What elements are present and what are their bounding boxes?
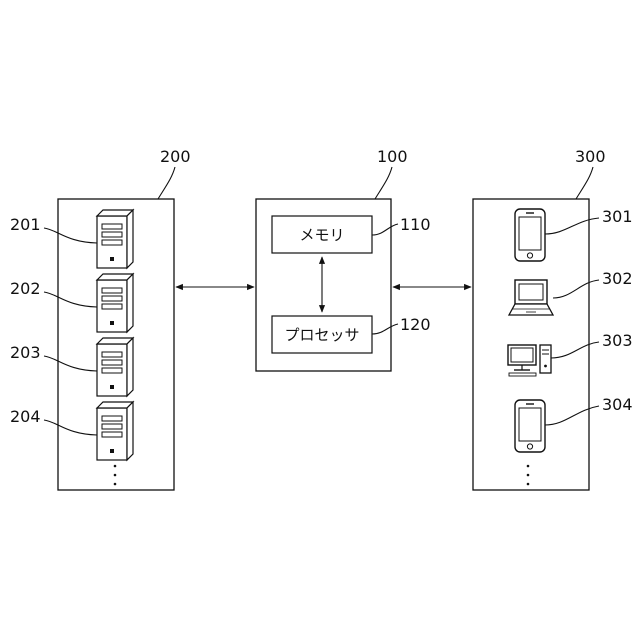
device-301-label: 301 <box>602 207 633 226</box>
server-203-label: 203 <box>10 343 41 362</box>
server-202-label: 202 <box>10 279 41 298</box>
memory-text: メモリ <box>299 226 344 244</box>
smartphone-icon <box>515 209 545 261</box>
server-icon <box>97 338 133 396</box>
device-302-label: 302 <box>602 269 633 288</box>
processor-120-label: 120 <box>400 315 431 334</box>
server-201-label: 201 <box>10 215 41 234</box>
group-200-label: 200 <box>160 147 191 166</box>
group-300-leader <box>576 167 593 199</box>
group-300-label: 300 <box>575 147 606 166</box>
group-100-leader <box>375 167 392 199</box>
server-icon <box>97 274 133 332</box>
smartphone-icon <box>515 400 545 452</box>
memory-110-label: 110 <box>400 215 431 234</box>
server-204-label: 204 <box>10 407 41 426</box>
server-icon <box>97 402 133 460</box>
group-100-label: 100 <box>377 147 408 166</box>
processor-text: プロセッサ <box>284 326 359 344</box>
device-303-label: 303 <box>602 331 633 350</box>
laptop-icon <box>509 280 553 315</box>
server-icon <box>97 210 133 268</box>
group-200-leader <box>158 167 175 199</box>
device-304-label: 304 <box>602 395 633 414</box>
